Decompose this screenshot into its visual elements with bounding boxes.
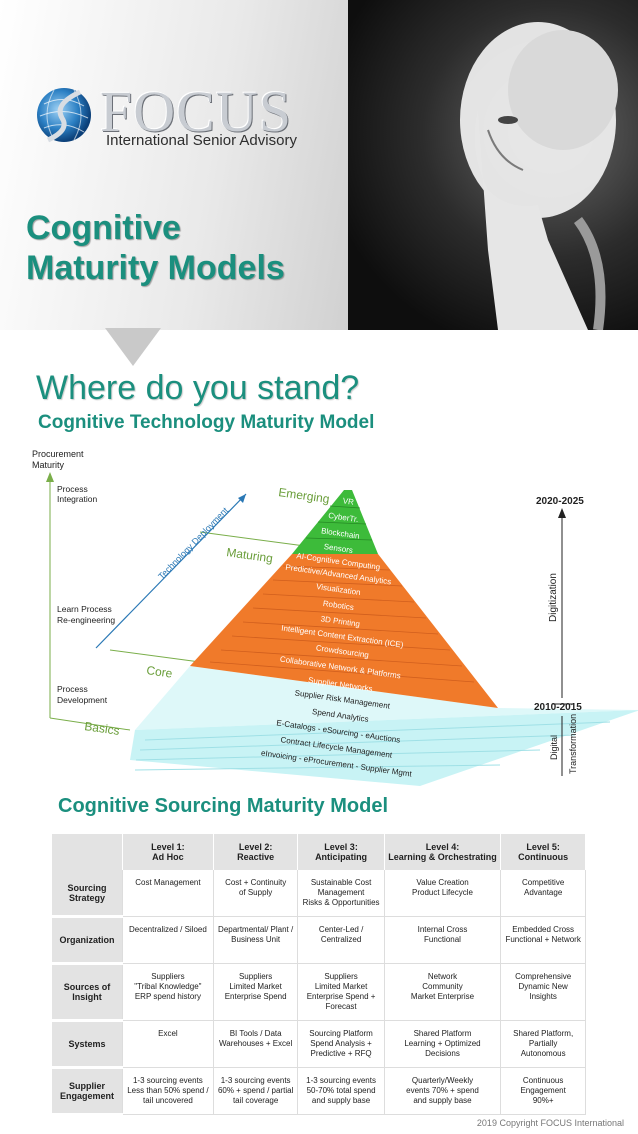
table-cell: Excel — [122, 1020, 214, 1068]
tech-deployment-arrow — [95, 493, 247, 649]
basics-band — [130, 710, 638, 786]
row-header: Organization — [52, 916, 123, 965]
emerging-item: CyberTr. — [328, 511, 359, 524]
tech-maturity-diagram: Procurement Maturity Process Integration… — [32, 449, 638, 786]
y-level-label: Process — [57, 484, 88, 494]
hero-title-line: Maturity Models — [26, 249, 285, 287]
table-cell: Suppliers"Tribal Knowledge"ERP spend his… — [122, 963, 214, 1021]
maturing-item: Robotics — [322, 599, 354, 612]
y-axis-arrow-icon — [46, 472, 54, 482]
y-level-label: Process — [57, 684, 88, 694]
stage-label-core: Core — [146, 663, 174, 681]
logo-wordmark: FOCUS — [100, 79, 292, 144]
timeline-arrow-icon — [558, 508, 566, 518]
table-cell: Decentralized / Siloed — [122, 916, 214, 964]
question-heading: Where do you stand? — [36, 369, 360, 407]
level-header: Level 2:Reactive — [213, 834, 299, 870]
emerging-item: Sensors — [323, 542, 353, 555]
stage-line-core — [109, 649, 201, 663]
emerging-item: VR — [342, 496, 354, 506]
stage-label-maturing: Maturing — [226, 545, 274, 565]
phase-lower-label: Digital — [549, 735, 559, 760]
tech-arrow-head-icon — [238, 494, 246, 503]
hero-title: Cognitive Maturity Models — [26, 208, 285, 288]
table-cell: Center-Led /Centralized — [297, 916, 385, 964]
y-axis-label: Procurement — [32, 449, 84, 459]
tech-model-title: Cognitive Technology Maturity Model — [38, 412, 375, 433]
sourcing-model-title: Cognitive Sourcing Maturity Model — [58, 795, 389, 817]
copyright: 2019 Copyright FOCUS International — [476, 1118, 624, 1128]
phase-lower-label: Transformation — [568, 714, 578, 774]
table-cell: Cost Management — [122, 870, 214, 917]
robot-image — [348, 0, 638, 330]
timeline-mid-label: 2010-2015 — [534, 702, 582, 713]
basics-layer — [135, 666, 638, 730]
level-header: Level 4:Learning & Orchestrating — [384, 834, 502, 870]
robot-head-icon — [460, 22, 618, 330]
timeline-top-label: 2020-2025 — [536, 496, 584, 507]
stage-label-basics: Basics — [84, 719, 121, 738]
y-level-label: Learn Process — [57, 604, 112, 614]
level-header: Level 5:Continuous — [500, 834, 586, 870]
phase-upper-label: Digitization — [548, 573, 559, 622]
table-header-row: Level 1:Ad Hoc Level 2:Reactive Level 3:… — [52, 834, 586, 870]
sourcing-maturity-table: Level 1:Ad Hoc Level 2:Reactive Level 3:… — [52, 834, 586, 1116]
tech-deployment-label: Technology Deployment — [156, 505, 230, 581]
hero-banner — [0, 0, 638, 330]
row-header: Systems — [52, 1020, 123, 1069]
hero-title-line: Cognitive — [26, 209, 181, 247]
level-header: Level 3:Anticipating — [297, 834, 385, 870]
table-cell: Departmental/ Plant /Business Unit — [213, 916, 299, 964]
logo-tagline: International Senior Advisory — [106, 132, 297, 149]
y-level-label: Re-engineering — [57, 615, 115, 625]
banner-notch — [105, 328, 161, 366]
x-axis-line — [49, 717, 131, 731]
focus-globe-logo-icon — [37, 88, 91, 143]
y-level-label: Integration — [57, 494, 97, 504]
table-corner — [52, 834, 123, 870]
level-header: Level 1:Ad Hoc — [122, 834, 214, 870]
maturing-layer — [190, 554, 498, 708]
stage-label-emerging: Emerging — [278, 485, 331, 506]
y-axis-label: Maturity — [32, 460, 65, 470]
y-level-label: Development — [57, 695, 108, 705]
